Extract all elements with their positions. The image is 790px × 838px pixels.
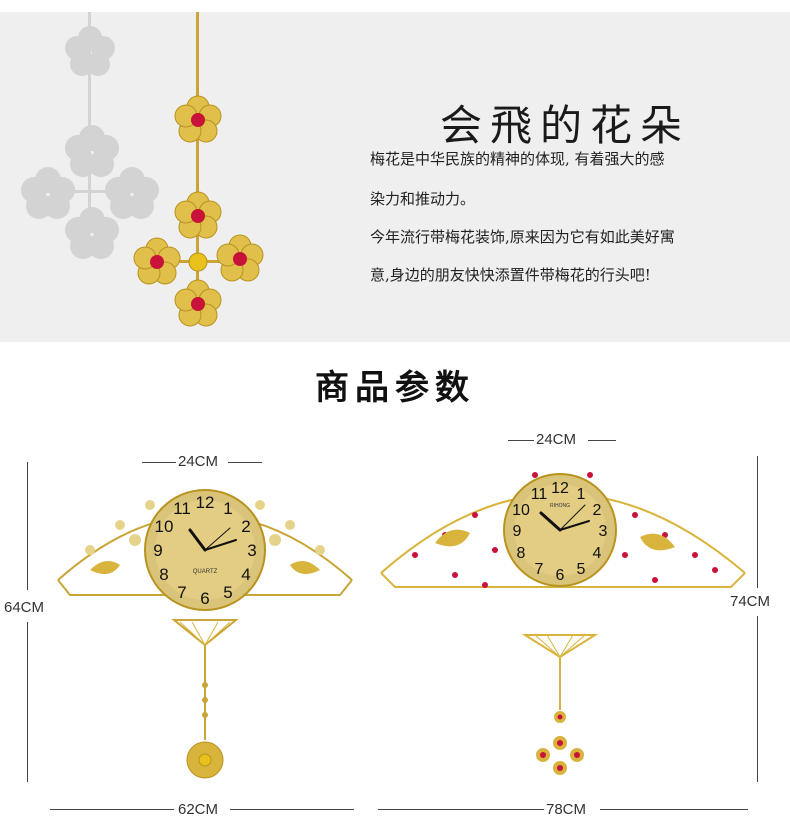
right-dial-label: RIHONG	[550, 503, 570, 509]
right-numeral-2: 2	[593, 502, 602, 519]
left-numeral-1: 1	[223, 499, 232, 518]
left-numeral-6: 6	[200, 589, 209, 608]
plum-blossom-decoration	[21, 12, 264, 327]
right-width-top-label: 24CM	[536, 431, 577, 448]
left-numeral-11: 11	[173, 499, 191, 518]
left-height-line-b	[27, 622, 28, 782]
left-fan-clock: 12 1 2 3 4 5 6 7 8 9 10 11 QUARTZ	[57, 489, 353, 779]
right-numeral-4: 4	[593, 545, 602, 562]
left-numeral-7: 7	[177, 583, 186, 602]
right-numeral-7: 7	[535, 561, 544, 578]
right-numeral-5: 5	[577, 561, 586, 578]
left-bottom-dim-line-b	[230, 809, 354, 810]
right-numeral-12: 12	[551, 480, 569, 497]
left-numeral-4: 4	[241, 565, 250, 584]
right-top-dim-line-b	[588, 440, 616, 441]
left-numeral-10: 10	[155, 517, 174, 536]
right-numeral-8: 8	[517, 545, 526, 562]
banner-title: 会飛的花朵	[440, 101, 691, 150]
left-numeral-3: 3	[247, 541, 256, 560]
banner-text-line-3: 今年流行带梅花装饰,原来因为它有如此美好寓	[370, 228, 675, 246]
left-dial-label: QUARTZ	[193, 569, 218, 575]
banner: 会飛的花朵 梅花是中华民族的精神的体现, 有着强大的感 染力和推动力。 今年流行…	[0, 12, 790, 342]
right-numeral-1: 1	[577, 486, 586, 503]
right-height-line-b	[757, 616, 758, 782]
right-numeral-6: 6	[556, 567, 565, 584]
right-numeral-3: 3	[599, 523, 608, 540]
left-numeral-12: 12	[196, 493, 215, 512]
left-top-dim-line-b	[228, 462, 262, 463]
right-numeral-9: 9	[513, 523, 522, 540]
left-numeral-2: 2	[241, 517, 250, 536]
banner-text-line-2: 染力和推动力。	[370, 190, 476, 208]
left-width-bottom-label: 62CM	[178, 801, 219, 818]
right-numeral-11: 11	[531, 486, 548, 503]
right-fan-clock: 12 1 2 3 4 5 6 7 8 9 10 11 RIHONG	[380, 472, 746, 775]
left-top-dim-line-a	[142, 462, 176, 463]
left-numeral-9: 9	[153, 541, 162, 560]
left-bottom-dim-line-a	[50, 809, 174, 810]
left-height-label: 64CM	[4, 599, 45, 616]
right-bottom-dim-line-b	[600, 809, 748, 810]
right-height-label: 74CM	[730, 593, 771, 610]
right-width-bottom-label: 78CM	[546, 801, 587, 818]
right-top-dim-line-a	[508, 440, 534, 441]
banner-text-line-4: 意,身边的朋友快快添置件带梅花的行头吧!	[370, 266, 651, 284]
right-height-line-a	[757, 456, 758, 588]
banner-text-line-1: 梅花是中华民族的精神的体现, 有着强大的感	[370, 150, 665, 168]
section-title: 商品参数	[315, 368, 475, 408]
left-numeral-8: 8	[159, 565, 168, 584]
right-numeral-10: 10	[512, 502, 530, 519]
right-bottom-dim-line-a	[378, 809, 544, 810]
left-width-top-label: 24CM	[178, 453, 219, 470]
left-numeral-5: 5	[223, 583, 232, 602]
left-height-line-a	[27, 462, 28, 590]
